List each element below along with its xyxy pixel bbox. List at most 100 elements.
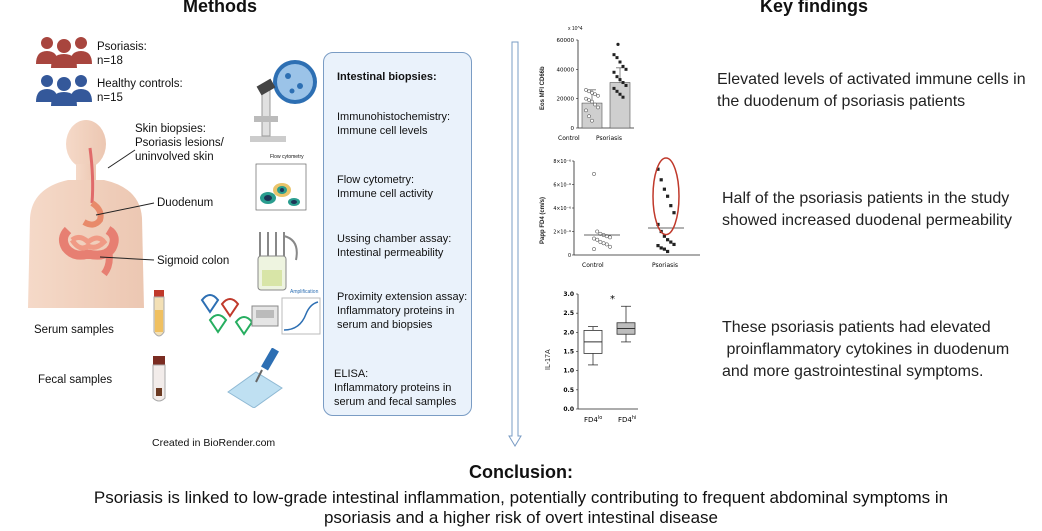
c2-point	[669, 240, 673, 244]
c2-point	[659, 246, 663, 250]
c1-exponent: x 10^4	[568, 26, 583, 32]
conclusion-line-1: Psoriasis is linked to low-grade intesti…	[93, 488, 949, 507]
c1-point	[593, 92, 597, 97]
c2-ylabel: Papp FD4 (cm/s)	[540, 196, 546, 244]
proximity-extension-assay-icon	[200, 294, 321, 336]
c3-ytick-label: 2.5	[563, 310, 574, 317]
box-title: Intestinal biopsies:	[337, 71, 437, 83]
flow-cytometry-plot-icon	[255, 163, 307, 211]
c2-ytick-label: 8×10⁻⁶	[553, 159, 571, 165]
skin-biopsies-label-1: Skin biopsies:	[135, 123, 206, 135]
psoriasis-n: n=18	[97, 55, 123, 67]
c2-point	[656, 244, 660, 248]
serum-samples-label: Serum samples	[34, 324, 114, 336]
c1-point	[587, 89, 591, 94]
conclusion-line-2: psoriasis and a higher risk of overt int…	[323, 508, 719, 527]
c2-point	[608, 244, 612, 249]
ihc-line-1: Immunohistochemistry:	[337, 111, 451, 123]
c1-point	[621, 95, 625, 99]
c3-ytick-label: 3.0	[563, 291, 574, 298]
timeline-arrow	[508, 41, 522, 447]
c2-point	[666, 249, 670, 254]
finding-3-line-1: These psoriasis patients had elevated	[722, 319, 991, 336]
c2-point	[601, 241, 606, 246]
elisa-line-2: Inflammatory proteins in	[334, 382, 452, 394]
c3-ytick-label: 1.0	[563, 368, 574, 375]
c2-point	[604, 242, 609, 247]
c2-ytick-label: 2×10⁻⁶	[553, 230, 571, 236]
controls-n: n=15	[97, 92, 123, 104]
finding-1-line-1: Elevated levels of activated immune cell…	[717, 71, 1026, 88]
chart-il17a: 0.00.51.01.52.02.53.0 * FD4lo FD4hi	[563, 291, 638, 424]
c2-point	[666, 194, 670, 198]
c2-xlabel-psoriasis: Psoriasis	[652, 262, 678, 269]
ussing-chamber-icon	[257, 232, 298, 291]
c1-point	[615, 89, 619, 93]
c1-point	[612, 70, 616, 74]
c3-ytick-label: 1.5	[563, 349, 574, 356]
c2-point	[662, 247, 666, 251]
skin-biopsies-label-2: Psoriasis lesions/	[135, 137, 224, 149]
c2-ytick-label: 0	[568, 253, 571, 259]
human-body-illustration	[28, 120, 144, 308]
c3-ytick-label: 0.0	[563, 406, 574, 413]
c2-point	[608, 235, 612, 240]
c1-point	[587, 114, 591, 119]
c1-point	[584, 108, 588, 113]
flow-line-2: Immune cell activity	[337, 188, 433, 200]
c1-point	[624, 67, 628, 71]
c1-point	[584, 88, 588, 92]
c2-point	[666, 238, 670, 242]
c1-point	[624, 83, 628, 87]
c2-point	[592, 171, 596, 176]
finding-1-line-2: the duodenum of psoriasis patients	[717, 93, 966, 110]
c1-point	[596, 105, 600, 110]
healthy-controls-group-icon	[36, 75, 92, 106]
c1-outlier	[616, 42, 620, 46]
c2-point	[672, 211, 676, 215]
c2-point	[659, 178, 663, 182]
c1-point	[584, 96, 588, 101]
c2-highlight-ellipse	[652, 157, 680, 236]
key-findings-header: Key findings	[760, 0, 869, 16]
c3-xlabel-lo: FD4lo	[584, 415, 602, 424]
flow-line-1: Flow cytometry:	[337, 174, 415, 186]
c1-point	[590, 99, 594, 104]
c1-point	[618, 92, 622, 96]
amplification-label: Amplification	[290, 289, 319, 295]
ihc-line-2: Immune cell levels	[337, 125, 428, 137]
c2-point	[669, 204, 673, 208]
c2-ytick-label: 6×10⁻⁶	[553, 183, 571, 189]
serum-tube-icon	[153, 290, 165, 337]
c3-ylabel: IL-17A	[545, 349, 552, 370]
c2-point	[592, 247, 596, 252]
c1-point	[593, 102, 597, 107]
c1-ylabel: Eos MFI CD66b	[540, 66, 546, 110]
body-pointer-lines	[95, 149, 155, 261]
c1-point	[615, 75, 619, 79]
intestinal-biopsies-box: Intestinal biopsies: Immunohistochemistr…	[323, 52, 472, 416]
fecal-tube-icon	[152, 356, 166, 402]
psoriasis-label: Psoriasis:	[97, 41, 147, 53]
elisa-plate-pipette-icon	[227, 348, 283, 408]
c2-point	[656, 167, 660, 171]
skin-biopsies-label-3: uninvolved skin	[135, 151, 214, 163]
c1-point	[618, 60, 622, 64]
c1-xlabel-control: Control	[558, 135, 580, 142]
c1-point	[587, 98, 591, 102]
methods-header: Methods	[183, 0, 257, 16]
controls-label: Healthy controls:	[97, 78, 183, 90]
c2-point	[595, 229, 600, 234]
pea-line-1: Proximity extension assay:	[337, 291, 468, 303]
psoriasis-group-icon	[36, 37, 92, 68]
c1-point	[612, 86, 616, 90]
microscope-icon	[250, 60, 317, 142]
c2-point	[672, 242, 676, 247]
c1-ytick-label: 0	[571, 126, 575, 132]
c1-point	[621, 81, 625, 85]
fecal-samples-label: Fecal samples	[38, 374, 113, 386]
ussing-line-2: Intestinal permeability	[337, 247, 444, 259]
pea-line-3: serum and biopsies	[337, 319, 433, 331]
c2-point	[656, 222, 660, 227]
